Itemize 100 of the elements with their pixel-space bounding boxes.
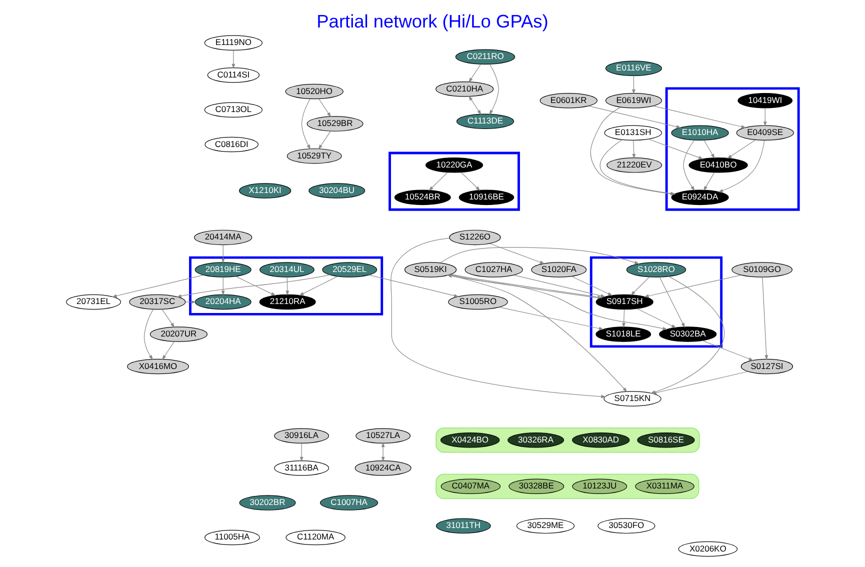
node-ellipse: 20414MA <box>194 230 252 246</box>
arrow <box>318 98 332 118</box>
node-ellipse: 20204HA <box>194 294 252 310</box>
node-ellipse: 10220GA <box>425 158 484 173</box>
node-ellipse: E0601KR <box>540 93 598 108</box>
node-ellipse: 30328BE <box>508 478 564 494</box>
node-ellipse: C0713OL <box>204 102 262 118</box>
node-ellipse: 10419WI <box>738 93 793 108</box>
node-ellipse: 20314UL <box>260 262 314 278</box>
arrow <box>162 309 175 328</box>
arrow <box>571 276 613 296</box>
arrow <box>683 140 695 191</box>
node-ellipse: 10520HO <box>285 84 344 100</box>
arrow <box>727 140 756 159</box>
arrow <box>704 172 715 191</box>
arrow <box>468 96 482 115</box>
arrow <box>450 274 668 330</box>
node-ellipse: E0410BO <box>688 158 748 173</box>
node-ellipse: 31011TH <box>436 518 491 534</box>
arrow <box>632 140 636 159</box>
arrow <box>513 274 606 298</box>
arrow <box>381 442 385 462</box>
node-ellipse: 10123JU <box>572 478 628 494</box>
arrow <box>659 276 685 328</box>
arrow <box>298 276 338 296</box>
node-ellipse: C1007HA <box>320 495 378 510</box>
node-ellipse: X0424BO <box>440 432 500 448</box>
node-ellipse: E0131SH <box>604 125 662 141</box>
arrow <box>762 276 768 360</box>
arrow <box>221 276 225 296</box>
cluster <box>590 256 723 348</box>
cluster <box>436 428 700 453</box>
arrow <box>489 64 499 115</box>
node-ellipse: 30916LA <box>274 428 329 444</box>
arrow <box>644 274 742 298</box>
arrow <box>185 300 196 304</box>
arrow <box>162 341 175 360</box>
arrow <box>489 243 545 264</box>
arrow <box>221 244 225 264</box>
node-ellipse: S1226O <box>449 230 501 246</box>
arrow <box>704 140 715 159</box>
node-ellipse: 10529BR <box>306 116 364 132</box>
node-ellipse: 20819HE <box>194 262 252 278</box>
node-ellipse: S1028RO <box>626 262 686 278</box>
node-ellipse: C0407MA <box>440 478 501 494</box>
node-ellipse: S0109GO <box>732 262 792 278</box>
arrow <box>622 309 626 328</box>
arrow <box>632 75 636 94</box>
arrow <box>440 247 640 264</box>
node-ellipse: S1020FA <box>531 262 587 278</box>
node-ellipse: C0211RO <box>455 49 516 64</box>
arrow <box>718 140 765 192</box>
node-ellipse: 10916BE <box>458 190 514 206</box>
arrow <box>428 172 448 191</box>
node-ellipse: 10924CA <box>354 460 412 476</box>
diagram-title: Partial network (Hi/Lo GPAs) <box>316 10 548 32</box>
node-ellipse: X0830AD <box>572 432 630 448</box>
cluster <box>388 152 520 211</box>
node-ellipse: 30202BR <box>239 495 296 510</box>
node-ellipse: C0210HA <box>436 82 494 97</box>
node-ellipse: 11005HA <box>204 530 260 546</box>
node-ellipse: 30204BU <box>308 183 366 198</box>
arrow <box>460 172 480 191</box>
node-ellipse: X1210KI <box>239 183 292 198</box>
arrow <box>300 442 304 462</box>
arrow <box>232 50 236 69</box>
cluster <box>665 87 800 211</box>
arrow <box>176 274 330 298</box>
arrow <box>653 106 746 128</box>
arrow <box>588 106 682 128</box>
arrow <box>144 309 154 360</box>
arrow <box>652 371 748 394</box>
node-ellipse: S0127SI <box>740 358 793 374</box>
node-ellipse: 10527LA <box>356 428 411 444</box>
node-ellipse: C0816DI <box>204 136 258 152</box>
node-ellipse: 30530FO <box>598 518 656 534</box>
arrow <box>498 306 604 330</box>
arrow <box>636 308 676 328</box>
node-ellipse: 20529EL <box>322 262 378 278</box>
node-ellipse: 10529TY <box>286 148 342 164</box>
node-ellipse: E0619WI <box>605 93 662 108</box>
node-ellipse: 21220EV <box>606 158 662 173</box>
node-ellipse: S0816SE <box>637 432 695 448</box>
node-ellipse: 31116BA <box>274 460 329 476</box>
node-ellipse: 10524BR <box>394 190 451 206</box>
node-ellipse: C1113DE <box>456 114 514 130</box>
node-ellipse: C1027HA <box>464 262 523 278</box>
arrow <box>468 64 482 83</box>
node-ellipse: C1120MA <box>286 530 346 546</box>
node-ellipse: 21210RA <box>259 294 316 310</box>
node-ellipse: E0116VE <box>605 60 662 76</box>
node-ellipse: C0114SI <box>207 68 260 83</box>
node-ellipse: 20207UR <box>150 326 208 342</box>
node-ellipse: X0311MA <box>635 478 694 494</box>
node-ellipse: E1119NO <box>204 35 262 51</box>
arrow <box>301 98 311 150</box>
arrow <box>235 276 276 296</box>
arrow <box>286 276 290 296</box>
node-ellipse: X0206KO <box>678 541 738 557</box>
cluster <box>436 474 700 499</box>
